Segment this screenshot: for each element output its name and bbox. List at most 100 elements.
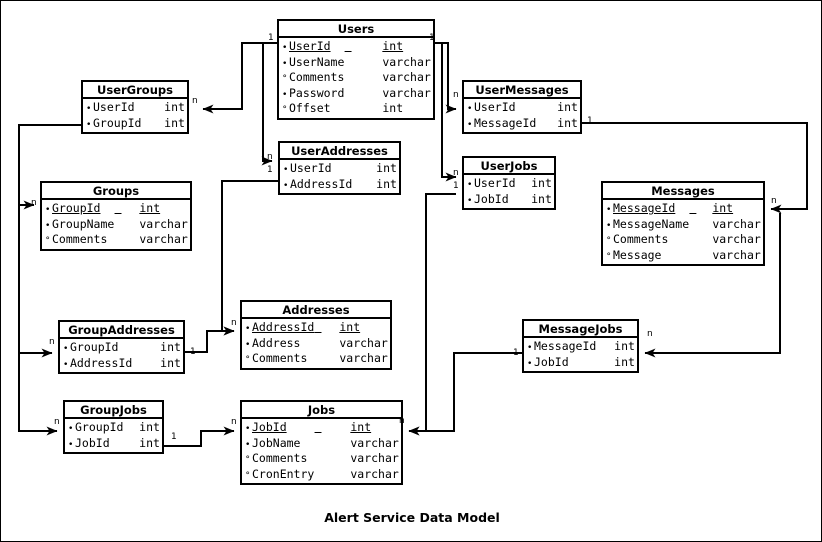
field-name: MessageName [613, 216, 690, 231]
field-name: Comments [252, 351, 308, 365]
field-type: varchar [350, 451, 399, 465]
entity-fields-usergroups: •UserId int•GroupId int [83, 99, 187, 132]
optional-marker-icon: ° [245, 455, 251, 465]
required-marker-icon: • [282, 58, 288, 69]
field-name: Comments [613, 232, 669, 246]
entity-groups[interactable]: Groups•GroupId int•GroupName varchar°Com… [40, 181, 192, 251]
field-gap [597, 339, 615, 355]
field-gap [689, 232, 712, 248]
cardinality-label: n [771, 196, 777, 206]
field-row: °Comments varchar [242, 451, 401, 467]
field-type: varchar [382, 70, 431, 84]
entity-fields-useraddresses: •UserId int•AddressId int [280, 160, 399, 193]
required-marker-icon: • [606, 205, 612, 215]
field-name: UserId [474, 100, 516, 114]
entity-title-messagejobs: MessageJobs [524, 321, 637, 338]
field-gap [345, 101, 383, 117]
field-gap [353, 161, 377, 177]
cardinality-label: n [267, 152, 273, 162]
field-type: int [139, 435, 160, 450]
rel-addresses-groupaddresses [185, 326, 235, 353]
cardinality-label: 1 [513, 348, 519, 358]
field-type: int [339, 320, 361, 334]
required-marker-icon: • [527, 343, 533, 353]
required-marker-icon: • [86, 104, 92, 114]
field-row: •UserId int [279, 39, 433, 55]
cardinality-label: 1 [267, 165, 273, 175]
field-name: Comments [252, 451, 308, 465]
field-gap [115, 232, 140, 248]
entity-fields-addresses: •AddressId int•Address varchar°Comments … [242, 319, 390, 368]
entity-fields-groupjobs: •GroupId int•JobId int [65, 419, 162, 452]
field-row: •GroupId int [65, 420, 162, 436]
field-type: varchar [139, 216, 188, 231]
entity-usergroups[interactable]: UserGroups•UserId int•GroupId int [81, 80, 189, 134]
required-marker-icon: • [45, 220, 51, 231]
field-type: int [382, 101, 404, 115]
entity-jobs[interactable]: Jobs•JobId int•JobName varchar°Comments … [240, 400, 403, 485]
field-row: •JobId int [65, 436, 162, 452]
field-type: int [160, 355, 181, 370]
entity-users[interactable]: Users•UserId int•UserName varchar°Commen… [277, 19, 435, 120]
field-name: AddressId [252, 320, 315, 334]
field-type: int [614, 354, 635, 369]
field-type: int [557, 115, 578, 130]
required-marker-icon: • [63, 344, 69, 354]
cardinality-label: n [192, 96, 198, 106]
field-type: int [376, 176, 397, 191]
required-marker-icon: • [63, 359, 69, 370]
field-type: int [531, 176, 552, 190]
required-marker-icon: • [283, 165, 289, 175]
field-name: Password [289, 85, 345, 100]
entity-messagejobs[interactable]: MessageJobs•MessageId int•JobId int [522, 319, 639, 373]
rel-jobs-groupjobs [164, 426, 235, 447]
entity-addresses[interactable]: Addresses•AddressId int•Address varchar°… [240, 300, 392, 370]
optional-marker-icon: ° [606, 236, 612, 246]
field-type: int [350, 420, 372, 434]
field-row: •Password varchar [279, 86, 433, 102]
field-gap [133, 356, 161, 372]
field-name: UserId [289, 39, 331, 53]
cardinality-label: 1 [190, 347, 196, 357]
required-marker-icon: • [527, 358, 533, 369]
field-type: varchar [339, 335, 388, 350]
field-row: •JobName varchar [242, 436, 401, 452]
field-type: varchar [382, 54, 431, 69]
field-row: °Comments varchar [279, 70, 433, 86]
entity-title-messages: Messages [603, 183, 763, 200]
entity-title-usergroups: UserGroups [83, 82, 187, 99]
field-row: •MessageName varchar [603, 217, 763, 233]
entity-usermessages[interactable]: UserMessages•UserId int•MessageId int [462, 80, 582, 134]
entity-groupjobs[interactable]: GroupJobs•GroupId int•JobId int [63, 400, 164, 454]
field-row: •UserName varchar [279, 55, 433, 71]
field-name: JobName [252, 435, 301, 450]
optional-marker-icon: ° [282, 105, 288, 115]
rel-groups-groupjobs [18, 353, 58, 436]
required-marker-icon: • [467, 180, 473, 190]
field-gap [345, 86, 383, 102]
entity-fields-messagejobs: •MessageId int•JobId int [524, 338, 637, 371]
field-row: °Comments varchar [603, 232, 763, 248]
entity-useraddresses[interactable]: UserAddresses•UserId int•AddressId int [278, 141, 401, 195]
field-type: int [139, 201, 161, 215]
field-name: JobId [474, 191, 509, 206]
entity-fields-usermessages: •UserId int•MessageId int [464, 99, 580, 132]
entity-groupaddresses[interactable]: GroupAddresses•GroupId int•AddressId int [58, 320, 185, 374]
rel-users-userjobs [441, 43, 457, 182]
entity-messages[interactable]: Messages•MessageId int•MessageName varch… [601, 181, 765, 266]
field-type: varchar [350, 466, 399, 481]
required-marker-icon: • [467, 119, 473, 130]
required-marker-icon: • [68, 424, 74, 434]
field-gap [353, 177, 377, 193]
required-marker-icon: • [467, 104, 473, 114]
field-row: •GroupId int [42, 201, 190, 217]
field-gap [537, 116, 558, 132]
field-gap [115, 201, 140, 217]
entity-fields-jobs: •JobId int•JobName varchar°Comments varc… [242, 419, 401, 483]
entity-title-jobs: Jobs [242, 402, 401, 419]
entity-userjobs[interactable]: UserJobs•UserId int•JobId int [462, 156, 556, 210]
field-gap [315, 320, 340, 336]
field-type: int [614, 339, 635, 353]
